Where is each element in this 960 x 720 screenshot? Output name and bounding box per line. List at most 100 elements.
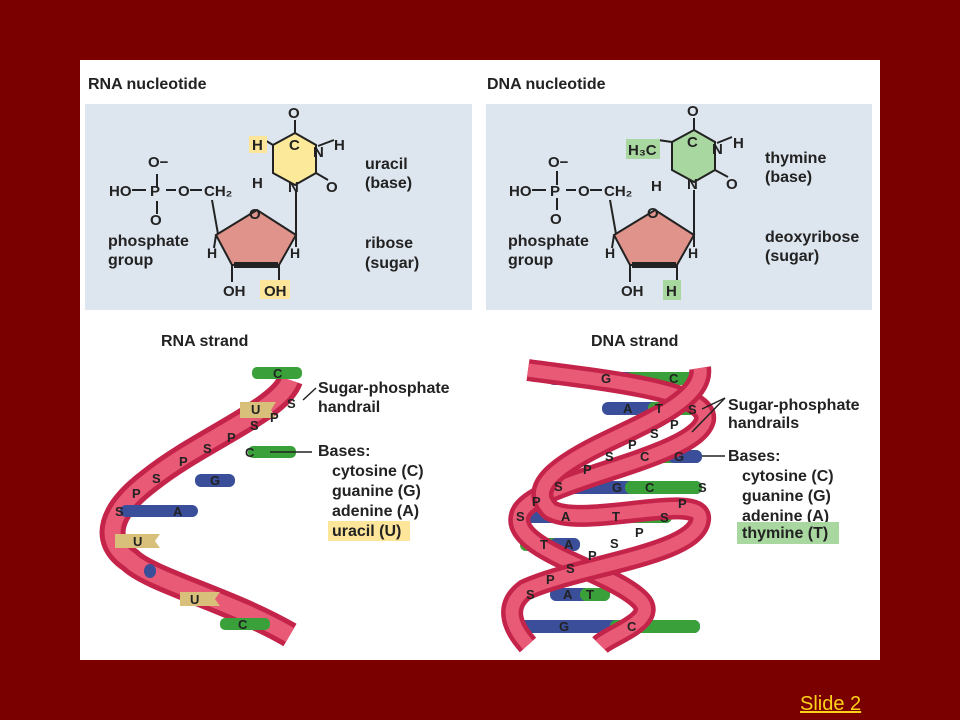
dna-oh-left: OH [621, 283, 644, 300]
rna-base-a [120, 505, 198, 517]
dna-nucleotide-panel [486, 104, 872, 310]
rna-base-c-bottom [220, 618, 270, 630]
dna-letter-s: S [554, 479, 563, 494]
rna-letter-p: P [179, 454, 188, 469]
nucleotide-figure: RNA nucleotide DNA nucleotide O− HO P O [80, 60, 880, 660]
dna-base-c: C [687, 134, 698, 151]
rna-base-g [195, 474, 235, 487]
rna-base-o-right: O [326, 179, 338, 196]
dna-base-label-adenine: adenine (A) [742, 508, 829, 525]
rna-letter-a: A [173, 504, 183, 519]
rna-nucleotide-structure [132, 120, 335, 282]
dna-letter-p: P [546, 572, 555, 587]
dna-letter-s: S [605, 449, 614, 464]
rna-bases-header: Bases: [318, 443, 370, 460]
rna-ho: HO [109, 183, 132, 200]
dna-p: P [550, 183, 560, 200]
dna-letter-t1: T [655, 401, 663, 416]
dna-handrail-label-2: handrails [728, 415, 799, 432]
rna-nucleotide-title: RNA nucleotide [88, 76, 207, 93]
rna-ring-h-left: H [207, 245, 217, 261]
dna-base-o-top: O [687, 103, 699, 120]
dna-base-h-left: H [651, 178, 662, 195]
rna-base-h-left: H [252, 175, 263, 192]
dna-handrail-label-1: Sugar-phosphate [728, 397, 860, 414]
slide-link[interactable]: Slide 2 [800, 693, 862, 715]
dna-letter-s: S [566, 561, 575, 576]
dna-letter-s: S [688, 402, 697, 417]
rna-base-o-top: O [288, 105, 300, 122]
dna-letter-a3: A [564, 537, 574, 552]
rna-letter-c3: C [238, 617, 248, 632]
rna-ring-o: O [249, 206, 261, 223]
rna-uracil-highlight [328, 521, 410, 541]
rna-letter-c1: C [273, 366, 283, 381]
dna-base-nh-h: H [733, 135, 744, 152]
dna-methyl: H₃C [628, 142, 657, 159]
rna-letter-u1: U [251, 402, 260, 417]
rna-base-nh-h: H [334, 137, 345, 154]
figure-svg: RNA nucleotide DNA nucleotide O− HO P O [85, 76, 872, 654]
rna-base-label-adenine: adenine (A) [332, 503, 419, 520]
dna-letter-c4: C [627, 619, 637, 634]
dna-letter-c2: C [640, 449, 650, 464]
rna-base-name: uracil [365, 156, 408, 173]
rna-handrail-label-1: Sugar-phosphate [318, 380, 450, 397]
rna-sugar-type: (sugar) [365, 255, 419, 272]
rna-letter-c2: C [245, 445, 255, 460]
dna-base-n-right: N [712, 141, 723, 158]
dna-phosphate-label-2: group [508, 252, 554, 269]
rna-letter-s: S [203, 441, 212, 456]
rna-o-minus: O− [148, 154, 169, 171]
dna-letter-s: S [610, 536, 619, 551]
dna-letter-p: P [670, 417, 679, 432]
rna-phosphate-label-1: phosphate [108, 233, 189, 250]
dna-letter-g1: G [601, 371, 611, 386]
rna-phosphate-label-2: group [108, 252, 154, 269]
dna-base-name: thymine [765, 150, 826, 167]
rna-letter-p: P [270, 410, 279, 425]
dna-letter-s: S [516, 509, 525, 524]
dna-ring-h-left: H [605, 245, 615, 261]
dna-sugar-name: deoxyribose [765, 229, 859, 246]
rna-oh-left: OH [223, 283, 246, 300]
rna-handrail-label-2: handrail [318, 399, 380, 416]
rna-base-c-top [252, 367, 302, 379]
rna-highlight-oh [260, 280, 290, 299]
dna-letter-c3: C [645, 480, 655, 495]
rna-base-u-left [115, 534, 160, 548]
rna-strand-title: RNA strand [161, 333, 248, 350]
dna-letter-s: S [526, 587, 535, 602]
dna-letter-a1: A [623, 401, 633, 416]
dna-letter-p: P [678, 496, 687, 511]
rna-o-bridge: O [178, 183, 190, 200]
dna-base-n-bottom: N [687, 176, 698, 193]
dna-o-double: O [550, 211, 562, 228]
dna-letter-p: P [583, 462, 592, 477]
dna-letter-p: P [635, 525, 644, 540]
dna-ch2: CH₂ [604, 183, 632, 200]
rna-letter-s: S [287, 396, 296, 411]
dna-letter-t4: T [586, 587, 594, 602]
dna-highlight-h [663, 280, 681, 300]
rna-atom-labels: O− HO P O O CH₂ O H H OH OH O H C N H H … [109, 105, 345, 300]
dna-letter-p: P [628, 437, 637, 452]
rna-oh-right: OH [264, 283, 287, 300]
dna-letter-g4: G [559, 619, 569, 634]
dna-o-bridge: O [578, 183, 590, 200]
dna-h-right: H [666, 283, 677, 300]
rna-base-label-cytosine: cytosine (C) [332, 463, 424, 480]
dna-letter-t2: T [612, 509, 620, 524]
rna-base-type: (base) [365, 175, 412, 192]
rna-base-label-uracil: uracil (U) [332, 523, 401, 540]
rna-base-n-bottom: N [288, 179, 299, 196]
dna-letter-s: S [650, 426, 659, 441]
rna-highlight-h [249, 136, 267, 153]
dna-base-label-guanine: guanine (G) [742, 488, 831, 505]
dna-ho: HO [509, 183, 532, 200]
rna-base-n-right: N [313, 144, 324, 161]
dna-o-minus: O− [548, 154, 569, 171]
dna-letter-a2: A [561, 509, 571, 524]
rna-letter-s: S [250, 418, 259, 433]
dna-highlight-methyl [626, 139, 660, 159]
